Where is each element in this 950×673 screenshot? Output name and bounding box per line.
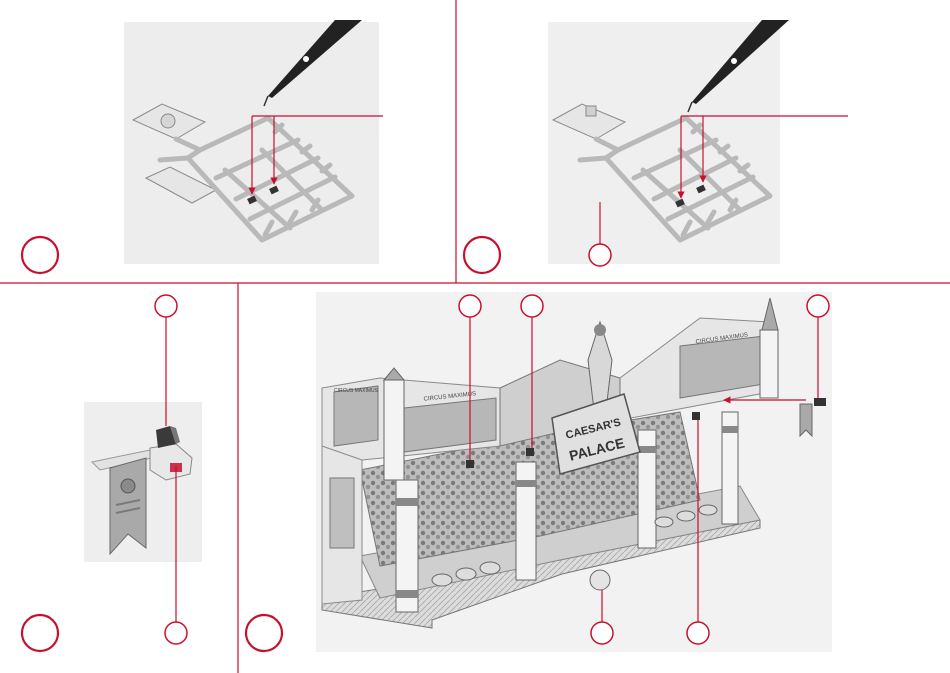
sprue-base-post-2: [586, 106, 596, 116]
step-marker-2: [464, 237, 500, 273]
callout-bubble-3a: [155, 295, 177, 317]
callout-bubble-4a: [459, 295, 481, 317]
mounted-lamp-center: [526, 448, 534, 456]
booth-left-door: [330, 478, 354, 548]
mounted-lamp-left: [466, 460, 474, 468]
step-marker-3: [22, 615, 58, 651]
panel-step-4: CAESAR'S PALACE CIRCUS MAXIMUS CIRCUS MA…: [246, 292, 832, 652]
callout-bubble-4b: [521, 295, 543, 317]
panel-step-1: [22, 20, 383, 273]
mural-far-left: [334, 386, 378, 446]
sprue-base-boss: [161, 114, 175, 128]
banner-title-far-left: CIRCUS MAXIMUS: [334, 388, 379, 394]
step-marker-1: [22, 237, 58, 273]
callout-bubble-4d: [591, 622, 613, 644]
callout-bubble-4c: [807, 295, 829, 317]
callout-bubble-2a: [589, 244, 611, 266]
front-ornament: [590, 570, 610, 590]
panel-step-2: [464, 20, 848, 273]
callout-bubble-3b: [165, 622, 187, 644]
callout-bubble-4e: [687, 622, 709, 644]
panel-step-3: [22, 295, 202, 651]
mounted-lamp-right: [692, 412, 700, 420]
step-marker-4: [246, 615, 282, 651]
